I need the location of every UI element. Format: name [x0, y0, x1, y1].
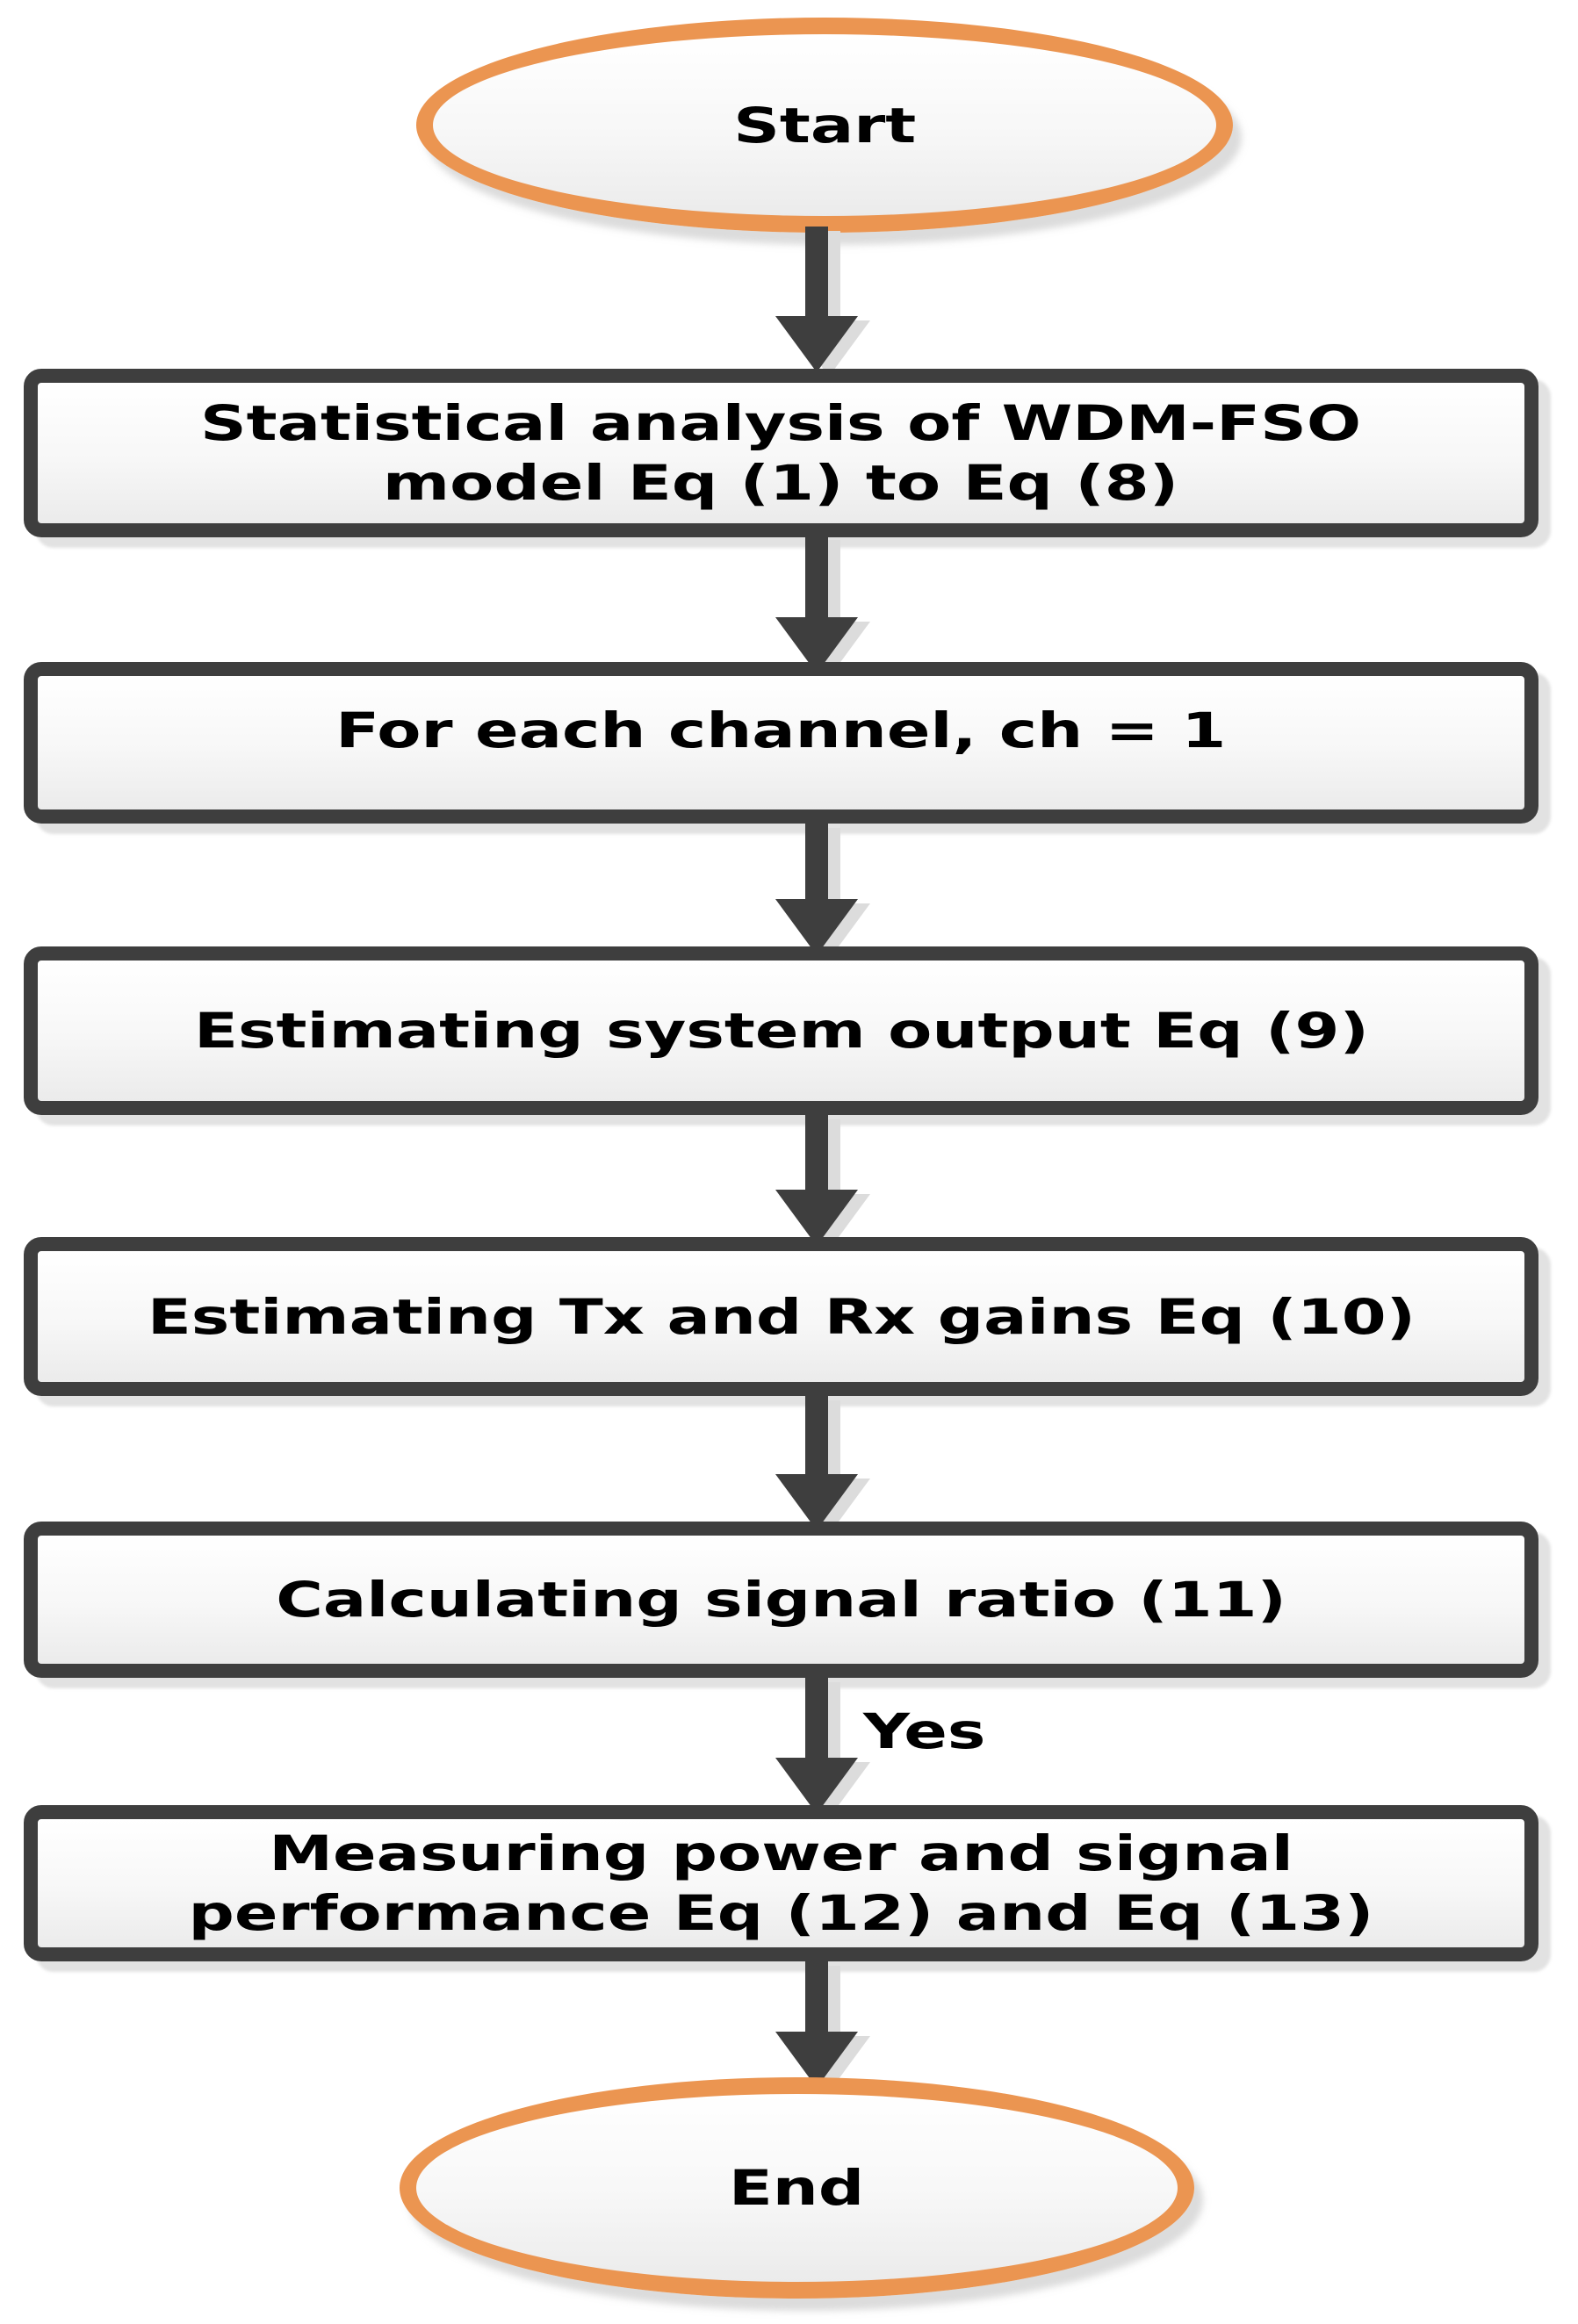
edge-label-yes: Yes — [863, 1702, 985, 1761]
flow-node-end: End — [400, 2077, 1194, 2299]
arrow-down-icon — [759, 1961, 875, 2088]
arrow-shaft — [805, 1115, 828, 1191]
arrow-head — [775, 316, 858, 372]
arrow-down-icon — [759, 824, 875, 955]
flow-node-measuring-power: Measuring power and signal performance E… — [24, 1805, 1538, 1961]
arrow-down-icon — [759, 536, 875, 673]
arrow-down-icon — [759, 1678, 875, 1814]
flow-node-statistical-analysis: Statistical analysis of WDM-FSO model Eq… — [24, 369, 1538, 537]
flow-node-for-each-channel: For each channel, ch = 1 — [24, 662, 1538, 824]
arrow-down-icon — [759, 1396, 875, 1530]
flow-node-calculating-signal-ratio: Calculating signal ratio (11) — [24, 1522, 1538, 1678]
arrow-shaft — [805, 536, 828, 619]
flow-node-estimating-gains-label: Estimating Tx and Rx gains Eq (10) — [147, 1288, 1416, 1345]
arrow-shaft — [805, 1961, 828, 2033]
flow-node-start-label: Start — [732, 97, 917, 154]
arrow-shaft — [805, 824, 828, 901]
arrow-head — [775, 1190, 858, 1246]
arrow-shaft — [805, 227, 828, 318]
arrow-shaft — [805, 1396, 828, 1476]
arrow-down-icon — [759, 227, 875, 372]
arrow-head — [775, 1758, 858, 1814]
flow-node-statistical-analysis-label: Statistical analysis of WDM-FSO model Eq… — [200, 395, 1362, 511]
flow-node-start: Start — [416, 18, 1233, 233]
flow-node-end-label: End — [729, 2160, 865, 2216]
arrow-shaft — [805, 1678, 828, 1759]
arrow-head — [775, 899, 858, 955]
arrow-head — [775, 1474, 858, 1530]
flow-node-estimating-system-output-label: Estimating system output Eq (9) — [193, 1003, 1369, 1059]
arrow-down-icon — [759, 1115, 875, 1246]
flow-node-estimating-gains: Estimating Tx and Rx gains Eq (10) — [24, 1237, 1538, 1396]
flow-node-estimating-system-output: Estimating system output Eq (9) — [24, 946, 1538, 1115]
flow-node-measuring-power-label: Measuring power and signal performance E… — [188, 1825, 1374, 1941]
flow-node-calculating-signal-ratio-label: Calculating signal ratio (11) — [276, 1572, 1286, 1628]
flow-node-for-each-channel-label: For each channel, ch = 1 — [335, 702, 1227, 759]
edge-label-yes-text: Yes — [863, 1703, 986, 1759]
